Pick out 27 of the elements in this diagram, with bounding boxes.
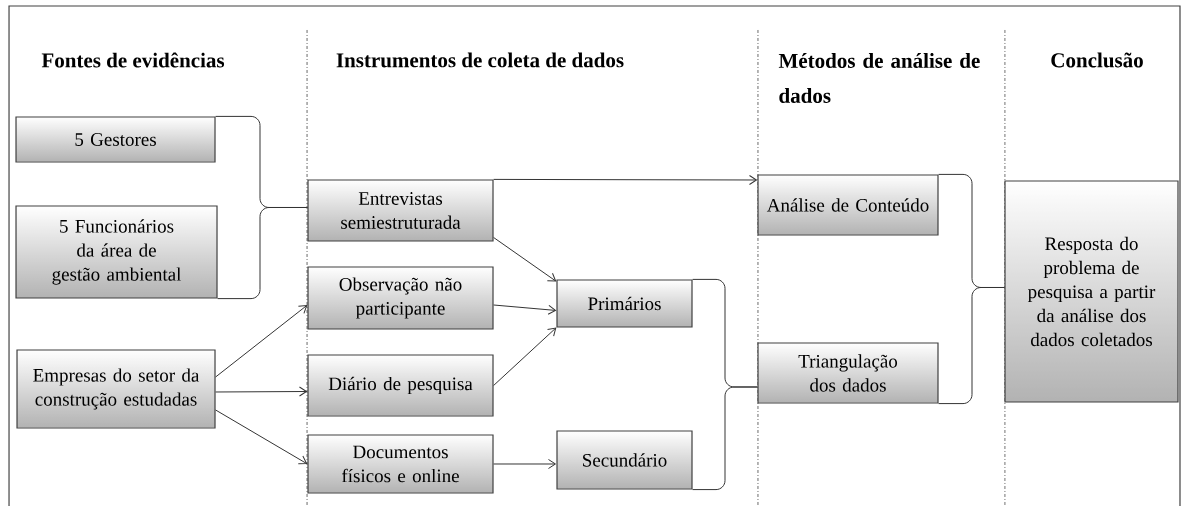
process-box: Empresas do setor da construção estudadas <box>16 349 216 429</box>
column-heading: Conclusão <box>1051 52 1143 68</box>
process-box: Observação não participante <box>307 266 494 330</box>
column-heading: Métodos de análise de dados <box>778 53 980 103</box>
arrow <box>493 304 556 315</box>
process-box: Análise de Conteúdo <box>757 174 939 236</box>
process-box: Primários <box>556 279 693 328</box>
brace-connector <box>217 207 308 300</box>
process-box: Entrevistas semiestruturada <box>307 179 494 242</box>
arrow <box>493 237 557 282</box>
arrow <box>493 459 556 469</box>
column-heading: Instrumentos de coleta de dados <box>336 52 624 68</box>
process-box: 5 Gestores <box>15 116 216 163</box>
column-heading: Fontes de evidências <box>41 52 225 68</box>
arrow <box>215 409 308 465</box>
process-box: 5 Funcionários da área de gestão ambiental <box>15 205 218 299</box>
brace-connector <box>692 386 758 491</box>
process-box: Secundário <box>556 430 693 490</box>
arrow <box>215 386 307 397</box>
process-box: Documentos físicos e online <box>307 434 494 494</box>
arrow <box>215 305 308 378</box>
arrow <box>493 327 557 386</box>
process-box: Resposta do problema de pesquisa a partir da análise dos dados coletados <box>1004 180 1179 403</box>
arrow <box>493 175 757 185</box>
process-box: Diário de pesquisa <box>307 354 494 417</box>
process-box: Triangulação dos dados <box>757 342 939 404</box>
brace-connector <box>938 287 1005 405</box>
